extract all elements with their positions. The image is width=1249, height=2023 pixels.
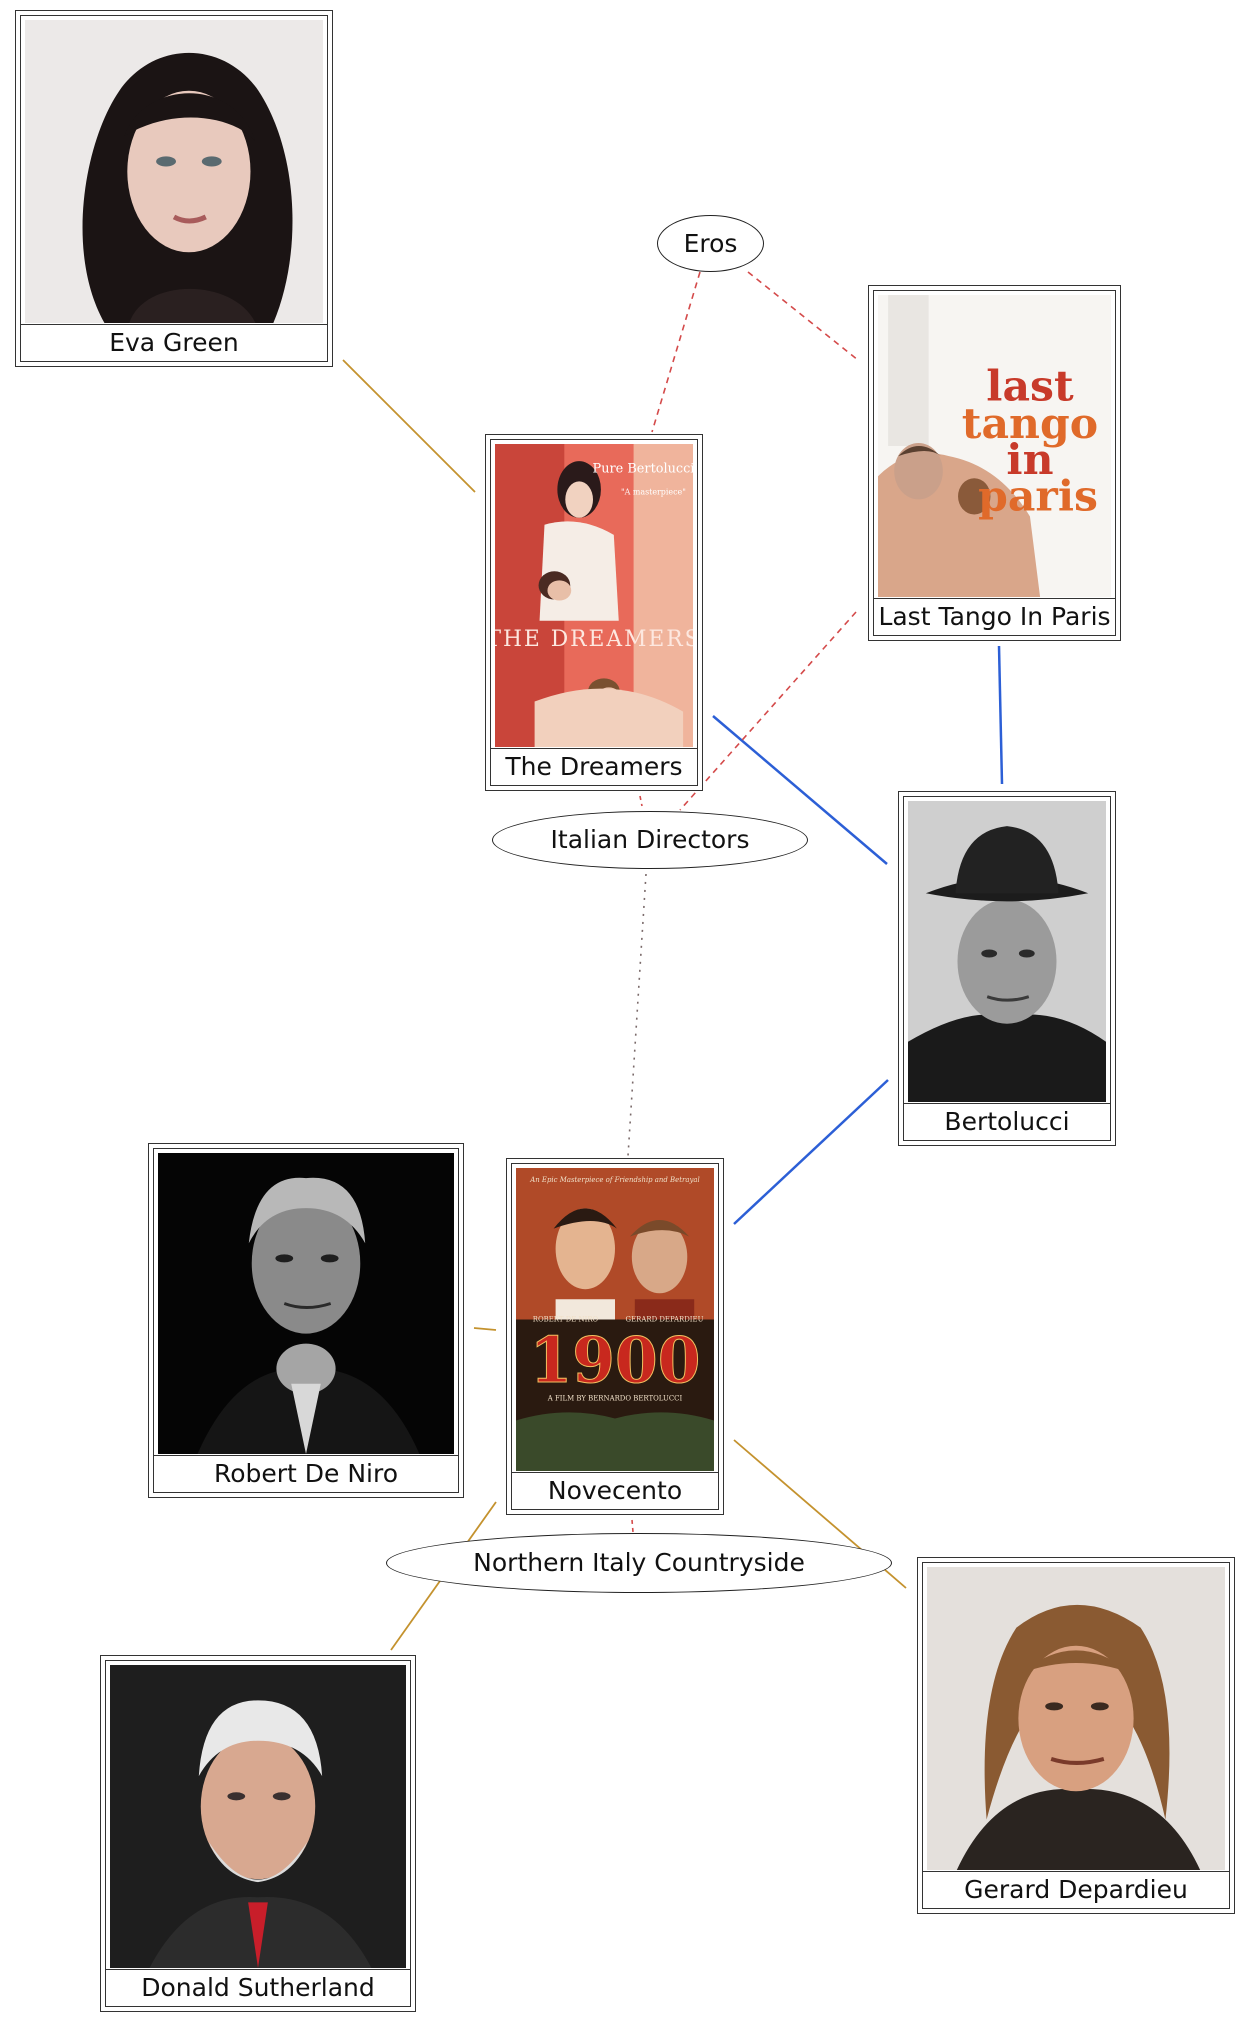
topic-italian-directors-label: Italian Directors (550, 825, 750, 854)
last-tango-poster-line4: paris (978, 472, 1098, 522)
last-tango-poster-line3: in (1006, 435, 1053, 485)
node-donald-sutherland[interactable]: Donald Sutherland (100, 1655, 416, 2012)
bertolucci-label: Bertolucci (904, 1103, 1110, 1140)
node-robert-de-niro[interactable]: Robert De Niro (148, 1143, 464, 1498)
bertolucci-portrait (908, 801, 1106, 1102)
the-dreamers-label: The Dreamers (491, 748, 697, 785)
node-novecento[interactable]: An Epic Masterpiece of Friendship and Be… (506, 1158, 724, 1515)
edge-dreamers-italian-directors (639, 795, 643, 807)
dreamers-poster-title: THE DREAMERS (495, 627, 693, 652)
edge-last-tango-bertolucci (997, 645, 1004, 785)
robert-de-niro-label: Robert De Niro (154, 1455, 458, 1492)
novecento-poster-tagline: An Epic Masterpiece of Friendship and Be… (529, 1176, 699, 1184)
topic-northern-italy-label: Northern Italy Countryside (473, 1548, 805, 1577)
gerard-depardieu-portrait (927, 1567, 1225, 1870)
edge-eva-green-dreamers (342, 359, 476, 493)
robert-de-niro-portrait (158, 1153, 454, 1454)
edge-eros-dreamers (651, 271, 701, 433)
edge-eros-last-tango (747, 271, 859, 361)
novecento-poster-credit: A FILM BY BERNARDO BERTOLUCCI (547, 1394, 683, 1402)
topic-italian-directors[interactable]: Italian Directors (492, 811, 808, 869)
node-the-dreamers[interactable]: Pure Bertolucci "A masterpiece" THE DREA… (485, 434, 703, 791)
edge-novecento-northern-italy (631, 1519, 634, 1533)
novecento-poster-actor-right: GERARD DEPARDIEU (626, 1315, 704, 1323)
gerard-depardieu-label: Gerard Depardieu (923, 1871, 1229, 1908)
novecento-label: Novecento (512, 1472, 718, 1509)
the-dreamers-poster: Pure Bertolucci "A masterpiece" THE DREA… (495, 444, 693, 747)
edge-last-tango-italian-directors (679, 611, 857, 811)
node-bertolucci[interactable]: Bertolucci (898, 791, 1116, 1146)
node-gerard-depardieu[interactable]: Gerard Depardieu (917, 1557, 1235, 1914)
eva-green-label: Eva Green (21, 324, 327, 361)
eva-green-portrait (25, 20, 323, 323)
node-eva-green[interactable]: Eva Green (15, 10, 333, 367)
dreamers-poster-tagline: Pure Bertolucci (593, 461, 693, 476)
edge-italian-directors-novecento (627, 873, 647, 1157)
last-tango-poster-line2: tango (962, 399, 1098, 449)
edge-dreamers-bertolucci (712, 715, 888, 865)
last-tango-poster-line1: last (986, 362, 1074, 412)
edge-bertolucci-novecento (733, 1079, 889, 1225)
topic-eros-label: Eros (683, 229, 738, 258)
donald-sutherland-label: Donald Sutherland (106, 1969, 410, 2006)
topic-eros[interactable]: Eros (657, 215, 764, 272)
dreamers-poster-quote: "A masterpiece" (621, 487, 686, 496)
edge-de-niro-novecento (473, 1327, 497, 1331)
last-tango-poster: last tango in paris (878, 295, 1111, 597)
topic-northern-italy-countryside[interactable]: Northern Italy Countryside (386, 1533, 892, 1593)
node-last-tango-in-paris[interactable]: last tango in paris Last Tango In Paris (868, 285, 1121, 641)
donald-sutherland-portrait (110, 1665, 406, 1968)
novecento-poster: An Epic Masterpiece of Friendship and Be… (516, 1168, 714, 1471)
last-tango-label: Last Tango In Paris (874, 598, 1115, 635)
novecento-poster-actor-left: ROBERT DE NIRO (533, 1315, 599, 1323)
novecento-poster-title: 1900 (530, 1324, 701, 1398)
